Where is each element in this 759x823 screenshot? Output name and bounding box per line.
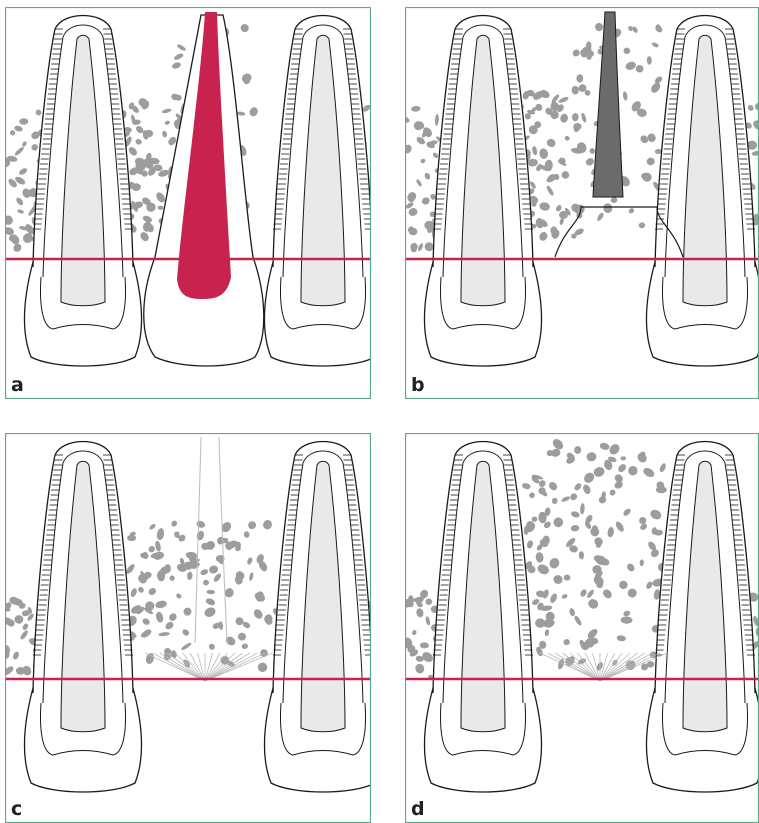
panel-a: a	[5, 7, 371, 399]
panel-c: c	[5, 433, 371, 823]
panel-label-d: d	[411, 800, 425, 819]
left-tooth	[425, 16, 542, 367]
left-tooth	[25, 442, 142, 793]
panel-b-diagram	[405, 7, 759, 399]
panel-b: b	[405, 7, 759, 399]
central-tooth	[144, 12, 264, 366]
alveolar-bone-particles	[521, 437, 679, 673]
root-filling-gray	[593, 12, 623, 197]
panel-label-b: b	[411, 376, 425, 395]
right-tooth	[647, 16, 759, 367]
panel-a-diagram	[5, 7, 371, 399]
right-tooth	[265, 442, 372, 793]
panel-label-a: a	[11, 376, 24, 395]
left-tooth	[25, 16, 142, 367]
panel-d-diagram	[405, 433, 759, 823]
panel-label-c: c	[11, 800, 22, 819]
panel-c-diagram	[5, 433, 371, 823]
left-tooth	[425, 442, 542, 793]
right-tooth	[265, 16, 372, 367]
alveolar-bone-particles	[125, 519, 285, 673]
panel-d: d	[405, 433, 759, 823]
right-tooth	[647, 442, 759, 793]
